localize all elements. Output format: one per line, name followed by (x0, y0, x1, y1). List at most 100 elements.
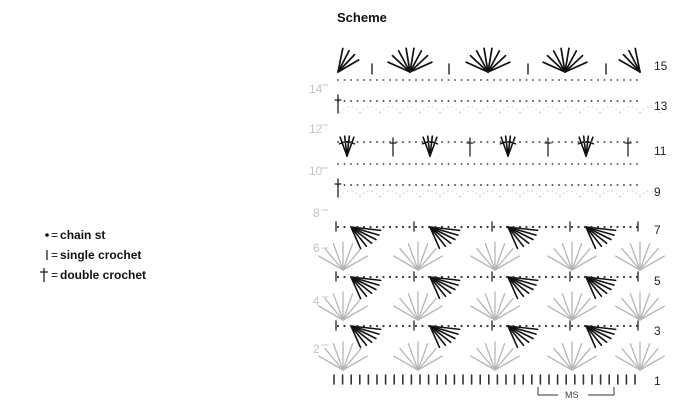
chain-stitch (408, 324, 411, 328)
double-crochet (585, 276, 603, 298)
chain-stitch (480, 79, 482, 81)
double-crochet (494, 305, 520, 321)
chain-stitch (379, 106, 401, 114)
chain-stitch (583, 275, 587, 279)
chain-stitch (571, 79, 573, 81)
legend-item-double-crochet: = double crochet (28, 265, 146, 285)
chain-stitch (609, 225, 613, 229)
double-crochet (564, 54, 584, 73)
chain-stitch (636, 100, 638, 102)
chain-stitch (493, 79, 495, 81)
chain-stitch (441, 100, 443, 102)
chain-stitch (466, 275, 470, 279)
chain-stitch (616, 184, 619, 186)
chain-stitch (492, 324, 496, 328)
chain-stitch (428, 163, 430, 165)
double-crochet (639, 343, 651, 371)
chain-stitch (519, 141, 521, 143)
chain-stitch (616, 324, 619, 328)
chain-stitch (519, 163, 521, 165)
chain-stitch (460, 141, 463, 143)
legend-label-double-crochet: double crochet (60, 268, 147, 282)
chain-stitch (460, 184, 463, 186)
double-crochet (399, 247, 419, 271)
legend-label-chain: chain st (60, 228, 106, 242)
chain-stitch (369, 79, 372, 81)
double-crochet (571, 355, 597, 371)
chain-stitch (428, 184, 430, 186)
chain-stitch (492, 275, 496, 279)
chain-stitch (557, 275, 561, 279)
chain-stitch (428, 100, 430, 102)
chain-stitch (389, 163, 391, 165)
row-number-13: 13 (654, 99, 668, 113)
chain-stitch (427, 275, 431, 279)
double-crochet (629, 293, 641, 321)
chain-stitch (603, 225, 606, 229)
chain-stitch (636, 79, 638, 81)
chain-stitch (421, 324, 424, 328)
chain-stitch (356, 184, 359, 186)
double-crochet (639, 247, 659, 271)
chain-stitch (512, 324, 515, 328)
double-crochet (417, 293, 429, 321)
chain-stitch (518, 275, 522, 279)
chain-stitch (479, 225, 483, 229)
chain-stitch (577, 324, 580, 328)
chain-stitch (359, 190, 381, 198)
chain-stitch (538, 163, 541, 165)
chain-stitch (616, 100, 619, 102)
chain-stitch (622, 275, 626, 279)
chain-stitch (460, 79, 463, 81)
double-crochet (615, 255, 641, 271)
double-crochet (429, 325, 456, 340)
chain-stitch (395, 163, 398, 165)
chain-stitch (570, 275, 574, 279)
chain-stitch (401, 324, 405, 328)
chain-stitch (499, 324, 502, 328)
double-crochet (585, 325, 608, 344)
double-crochet (476, 347, 496, 371)
chain-stitch (362, 225, 366, 229)
double-crochet (621, 247, 641, 271)
chain-stitch (597, 141, 599, 143)
chain-stitch (408, 141, 411, 143)
double-crochet (337, 47, 344, 73)
chain-stitch (434, 100, 437, 102)
chain-stitch (408, 163, 411, 165)
chain-stitch (579, 106, 601, 114)
chain-stitch (499, 100, 502, 102)
chain-stitch (512, 141, 515, 143)
chain-stitch (395, 184, 398, 186)
chain-stitch (395, 225, 398, 229)
chain-stitch (427, 324, 431, 328)
chain-stitch (473, 225, 476, 229)
chain-stitch (505, 225, 509, 229)
double-crochet (639, 297, 659, 321)
double-crochet (342, 255, 368, 271)
chain-stitch (428, 141, 430, 143)
double-crochet (585, 136, 594, 157)
chain-stitch (584, 79, 586, 81)
double-crochet (350, 226, 373, 245)
chain-stitch (343, 79, 346, 81)
double-crochet (350, 325, 373, 344)
chain-stitch (349, 324, 353, 328)
chain-stitch (558, 141, 560, 143)
double-crochet (342, 343, 354, 371)
chain-stitch (415, 163, 417, 165)
chain-stitch (388, 225, 392, 229)
chain-stitch (610, 163, 612, 165)
double-crochet (564, 61, 588, 73)
chain-stitch (473, 184, 476, 186)
double-crochet (324, 347, 344, 371)
double-crochet (507, 226, 534, 241)
double-crochet (585, 226, 608, 245)
double-crochet (429, 276, 452, 295)
chain-stitch (610, 141, 612, 143)
chain-stitch (525, 100, 528, 102)
chain-stitch (590, 141, 593, 143)
chain-stitch (538, 324, 541, 328)
chain-stitch (499, 190, 521, 198)
chain-stitch (369, 100, 372, 102)
